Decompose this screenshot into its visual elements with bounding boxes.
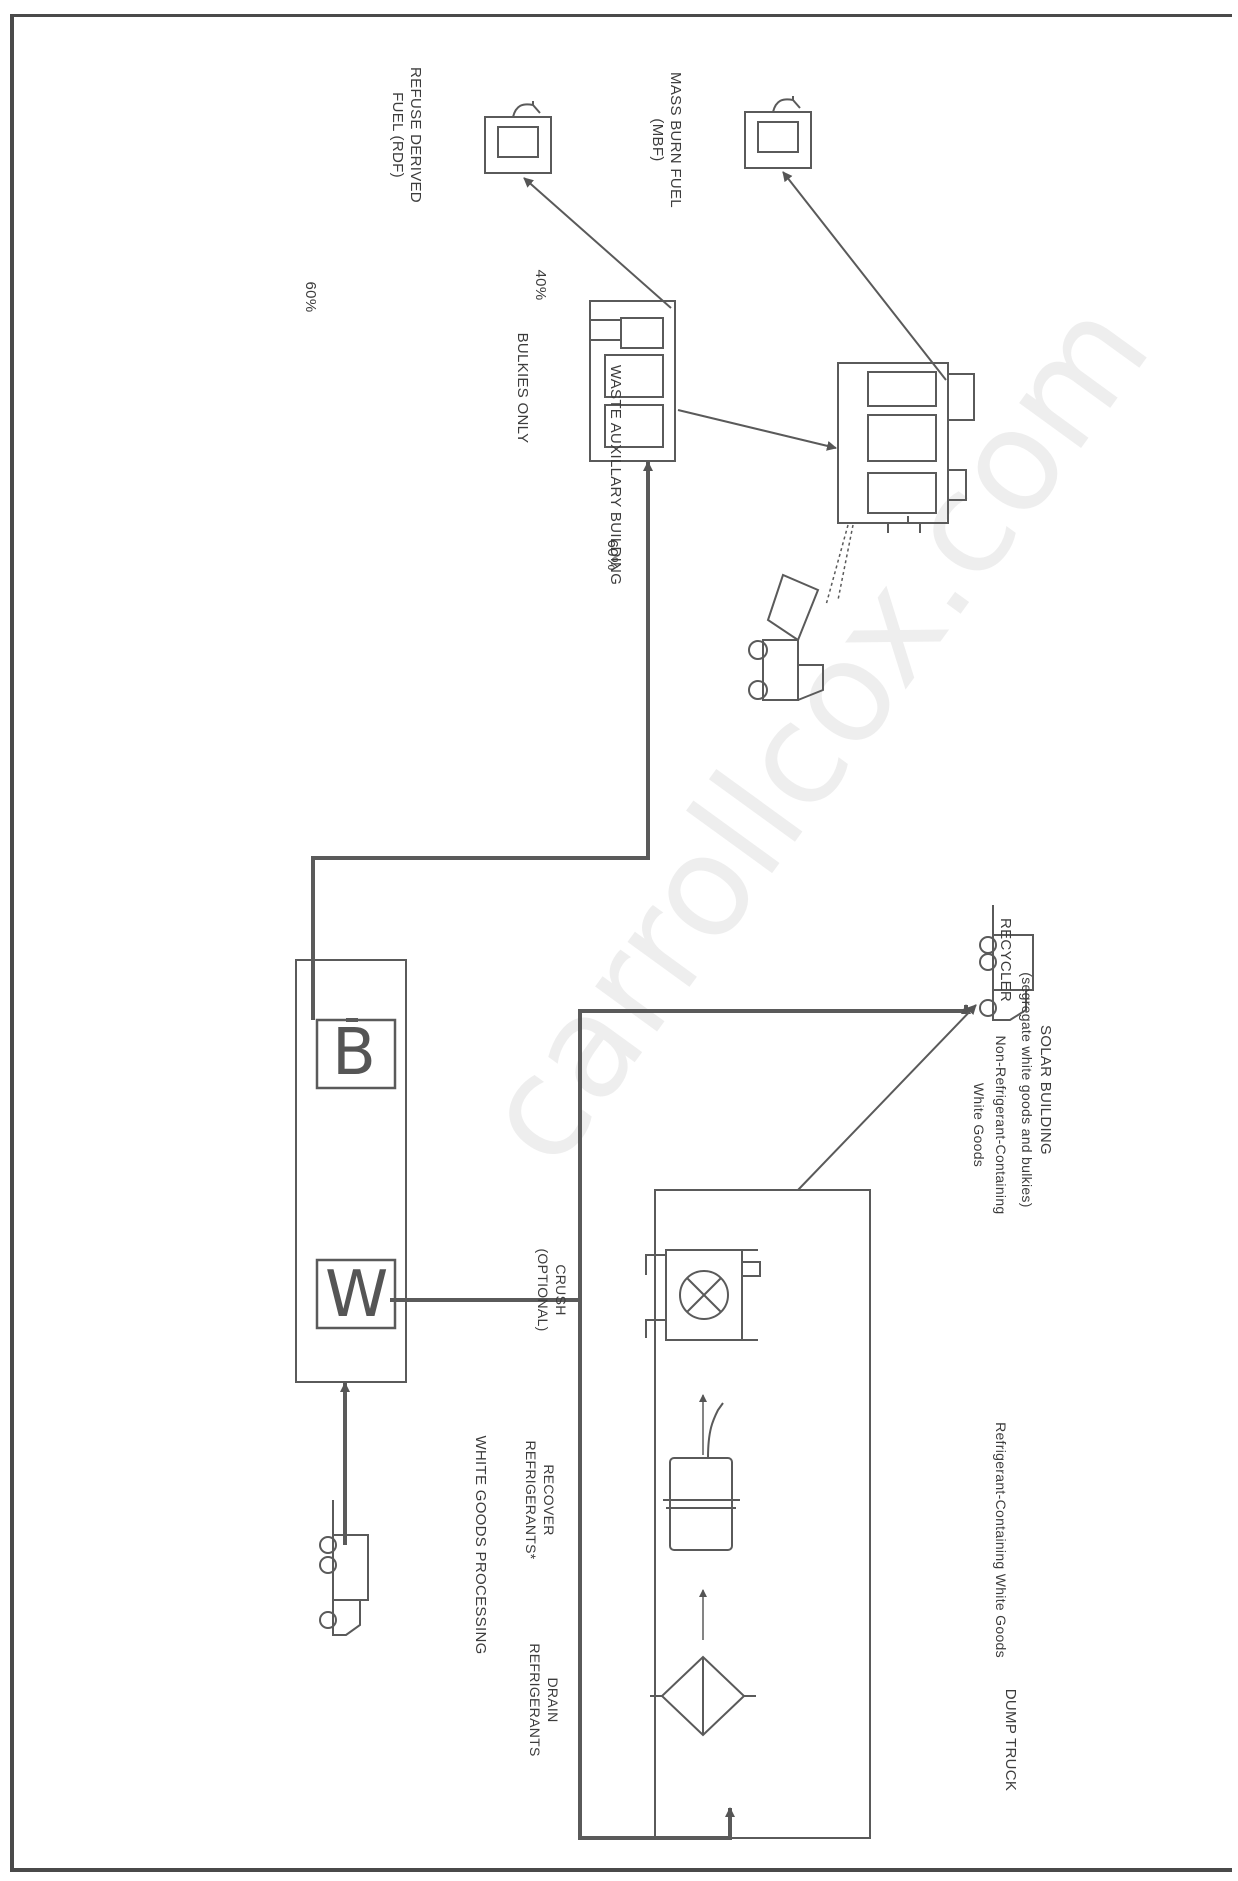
pct-bulkies-to-mbf: 40% [531,255,550,315]
non-refrigerant-label-line2: White Goods [969,1045,988,1205]
rdf-fuel-pump-icon [745,96,811,168]
white-goods-processing-box [655,1190,870,1838]
loader-icon [749,575,823,700]
solar-building-label: SOLAR BUILDING [1036,970,1055,1210]
white-goods-letter: W [325,1263,383,1327]
mbf-label-line1: MASS BURN FUEL [666,65,685,215]
pct-bulkies-to-waste: 60% [603,525,622,585]
recycler-label: RECYCLER [996,900,1015,1020]
edge-solar-to-bulkies [313,462,648,1020]
drain-label-line1: DRAIN [543,1640,562,1760]
dump-truck-label: DUMP TRUCK [1001,1685,1020,1795]
bulkies-letter: B [325,1021,383,1085]
edge-non-refrigerant-goods [580,1005,966,1300]
crush-icon [646,1250,760,1340]
pct-waste-to-rdf: 60% [301,267,320,327]
edge-processing-to-recycler [798,1005,976,1190]
recover-label-line2: REFRIGERANTS* [521,1425,540,1575]
drain-label-line2: REFRIGERANTS [525,1630,544,1770]
bulkies-only-label: BULKIES ONLY [513,318,532,458]
crush-label-line1: CRUSH [551,1240,570,1340]
rdf-label-line2: FUEL (RDF) [388,60,407,210]
crush-label-line2: (OPTIONAL) [533,1225,552,1355]
white-goods-processing-label: WHITE GOODS PROCESSING [471,1395,490,1695]
solar-building-note: (segregate white goods and bulkies) [1017,940,1036,1240]
recover-label-line1: RECOVER [539,1440,558,1560]
edge-waste-to-rdf [783,172,946,380]
refrigerant-containing-label: Refrigerant-Containing White Goods [991,1380,1010,1700]
rdf-label-line1: REFUSE DERIVED [406,60,425,210]
bulkies-only-building [590,301,675,461]
non-refrigerant-label-line1: Non-Refrigerant-Containing [991,1005,1010,1245]
edge-bulkies-to-waste [678,410,836,448]
mbf-label-line2: (MBF) [648,65,667,215]
waste-auxiliary-building [838,363,974,533]
recover-refrigerants-icon [663,1403,740,1550]
mbf-fuel-pump-icon [485,101,551,173]
